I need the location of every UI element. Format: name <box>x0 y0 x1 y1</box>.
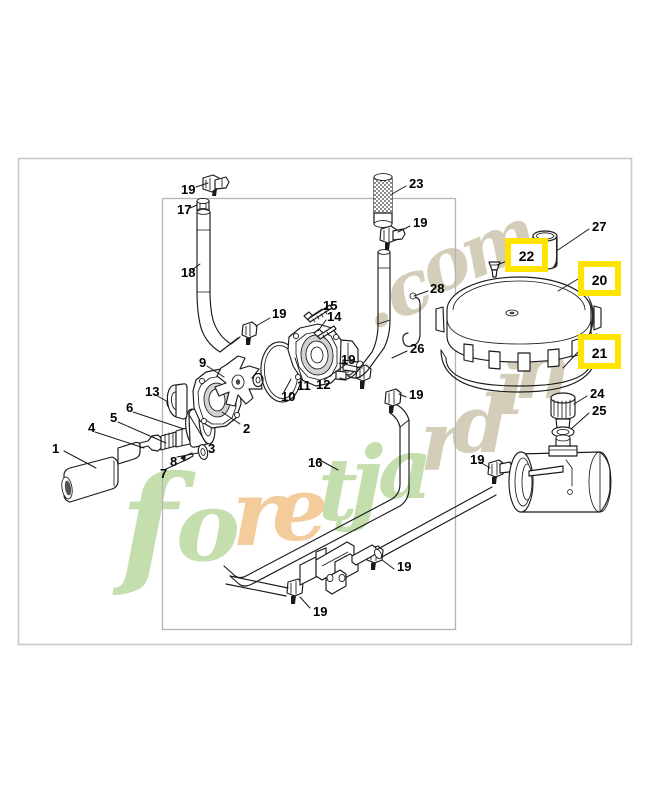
callout-17: 17 <box>177 202 191 217</box>
highlight-22-label: 22 <box>519 248 535 264</box>
callout-26: 26 <box>410 341 424 356</box>
bottom-hose-segment <box>374 486 497 560</box>
svg-text:t: t <box>318 440 358 541</box>
svg-text:r: r <box>420 394 469 490</box>
callout-10: 10 <box>281 389 295 404</box>
callout-6: 6 <box>126 400 133 415</box>
callout-19-f: 19 <box>397 559 411 574</box>
svg-text:d: d <box>452 377 508 471</box>
suction-hose-right <box>339 249 391 380</box>
callout-19-d: 19 <box>413 215 427 230</box>
left-bottom-hose-stub <box>225 575 289 597</box>
callout-28: 28 <box>430 281 444 296</box>
callout-3: 3 <box>208 441 215 456</box>
suction-hose-left <box>196 209 241 353</box>
screw-long <box>303 304 333 323</box>
callout-19-e: 19 <box>409 387 423 402</box>
svg-text:r: r <box>232 459 287 567</box>
callout-19-a: 19 <box>181 182 195 197</box>
callout-2: 2 <box>243 421 250 436</box>
impeller <box>214 355 264 407</box>
inner-frame <box>161 197 457 631</box>
hose-clamp <box>379 225 406 250</box>
callout-16: 16 <box>308 455 322 470</box>
highlight-21-label: 21 <box>592 345 608 361</box>
nozzle-handle <box>61 441 141 503</box>
elbow-pipe <box>508 434 612 513</box>
plug-clip <box>488 261 501 278</box>
hose-clamp <box>241 321 258 345</box>
screw-short <box>313 325 337 340</box>
callout-24: 24 <box>590 386 605 401</box>
callout-14: 14 <box>327 309 342 324</box>
strainer-filter <box>373 173 393 228</box>
callout-15: 15 <box>323 298 337 313</box>
callout-19-c: 19 <box>341 352 355 367</box>
callout-1: 1 <box>52 441 59 456</box>
highlight-20-label: 20 <box>592 272 608 288</box>
callout-19-h: 19 <box>470 452 484 467</box>
callout-4: 4 <box>88 420 96 435</box>
callout-11: 11 <box>297 378 311 393</box>
callout-9: 9 <box>199 355 206 370</box>
highlight-22[interactable]: 22 <box>505 238 548 272</box>
valve-assembly <box>299 541 377 595</box>
svg-text:o: o <box>176 470 240 583</box>
knob <box>550 392 576 429</box>
hose-clamp <box>384 388 402 413</box>
callout-23: 23 <box>409 176 423 191</box>
svg-text:e: e <box>272 457 328 561</box>
seal-ring <box>166 383 188 420</box>
callout-19-b: 19 <box>272 306 286 321</box>
outer-frame <box>17 157 633 646</box>
callout-labels: 1 2 3 4 5 6 7 8 9 10 11 12 13 14 15 16 1… <box>52 176 606 619</box>
callout-13: 13 <box>145 384 159 399</box>
tank-lid <box>435 276 603 372</box>
highlight-20[interactable]: 20 <box>578 261 621 296</box>
callout-7: 7 <box>160 466 167 481</box>
hose-clamp <box>487 459 513 484</box>
retaining-hook <box>402 292 421 347</box>
callout-18: 18 <box>181 265 195 280</box>
callout-12: 12 <box>316 377 330 392</box>
callout-8: 8 <box>170 454 177 469</box>
hose-clamp <box>286 578 304 604</box>
highlight-boxes: 22 20 21 <box>505 238 621 369</box>
callout-19-g: 19 <box>313 604 327 619</box>
hose-clamp <box>202 174 230 196</box>
retaining-ring <box>197 444 209 460</box>
callout-27: 27 <box>592 219 606 234</box>
highlight-21[interactable]: 21 <box>578 334 621 369</box>
leader-lines <box>63 182 590 609</box>
callout-25: 25 <box>592 403 606 418</box>
callout-5: 5 <box>110 410 117 425</box>
